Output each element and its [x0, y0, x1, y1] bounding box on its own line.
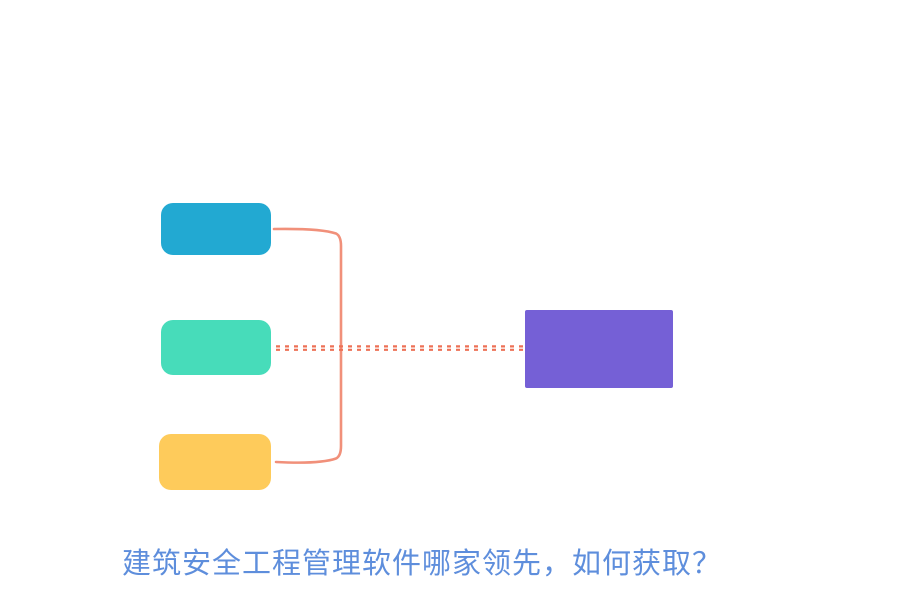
node-top	[161, 203, 271, 255]
node-middle	[161, 320, 271, 375]
page-title: 建筑安全工程管理软件哪家领先，如何获取？	[122, 548, 723, 580]
brand-logo: 建米软件 JIANMI SOFTWARE	[715, 0, 900, 55]
node-result	[525, 310, 673, 388]
node-bottom	[159, 434, 271, 490]
